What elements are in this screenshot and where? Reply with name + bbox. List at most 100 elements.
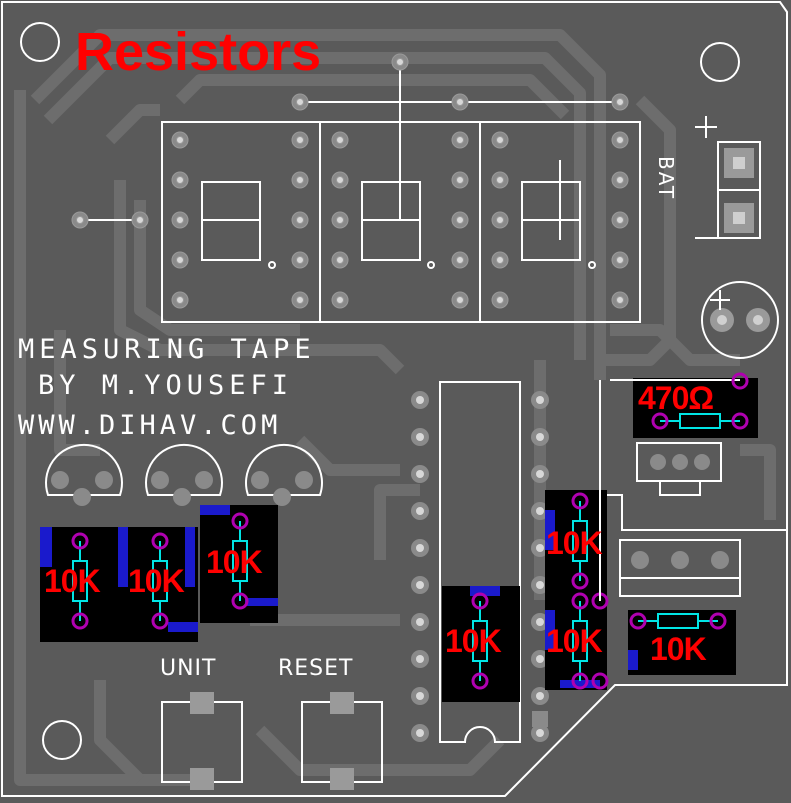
resistor-label-r2: 10K — [128, 563, 185, 599]
resistor-r1 — [71, 532, 89, 630]
pad-hole — [176, 256, 184, 264]
pad-hole — [336, 216, 344, 224]
pad-hole — [336, 136, 344, 144]
pad-hole — [616, 98, 624, 106]
ic-pad-hole — [536, 581, 544, 589]
ic-pad-hole — [536, 507, 544, 515]
unit-button-label: UNIT — [160, 656, 217, 681]
resistor-r4 — [471, 592, 489, 690]
ic-pad-hole — [416, 433, 424, 441]
pad-hole — [296, 176, 304, 184]
resistor-r6 — [571, 592, 589, 690]
ic-pad-hole — [416, 396, 424, 404]
resistor-label-r5: 10K — [546, 525, 603, 561]
pad-hole — [456, 98, 464, 106]
ic-socket — [411, 381, 549, 743]
reset-button — [301, 692, 383, 790]
resistor-label-r7: 10K — [650, 631, 707, 667]
pad-hole — [136, 216, 144, 224]
ic-pad-hole — [416, 470, 424, 478]
ic-pad-hole — [536, 396, 544, 404]
ic-pad-hole — [416, 581, 424, 589]
buzzer — [701, 281, 779, 359]
pad-hole — [396, 58, 404, 66]
resistor-r7 — [629, 612, 727, 630]
ic-pad-hole — [536, 544, 544, 552]
pad-hole — [336, 176, 344, 184]
mounting-hole-icon — [20, 22, 60, 62]
pad-hole — [616, 296, 624, 304]
pad-hole — [176, 296, 184, 304]
pad-hole — [296, 216, 304, 224]
silkscreen-line-2: BY M.YOUSEFI — [38, 370, 294, 401]
ic-pad-hole — [536, 655, 544, 663]
silkscreen-line-3: WWW.DIHAV.COM — [18, 410, 282, 441]
ic-pad-hole — [416, 655, 424, 663]
pad-hole — [496, 216, 504, 224]
mounting-hole-icon — [42, 720, 82, 760]
resistor-label-r6: 10K — [546, 623, 603, 659]
pad-hole — [456, 296, 464, 304]
pad-hole — [296, 98, 304, 106]
battery-label: BAT — [654, 156, 678, 201]
display-pads — [71, 53, 629, 309]
resistor-r8 — [651, 412, 749, 430]
resistor-pad — [591, 672, 609, 690]
silkscreen-line-1: MEASURING TAPE — [18, 334, 316, 365]
pad-hole — [456, 216, 464, 224]
ic-pad-hole — [536, 470, 544, 478]
pad-hole — [176, 176, 184, 184]
pad-hole — [456, 136, 464, 144]
pad-hole — [616, 256, 624, 264]
resistor-label-r3: 10K — [206, 544, 263, 580]
connector-3pin — [619, 539, 741, 597]
pad-hole — [176, 216, 184, 224]
resistor-r5 — [571, 492, 589, 590]
reset-button-label: RESET — [278, 656, 354, 681]
pad-hole — [616, 216, 624, 224]
pad-hole — [496, 136, 504, 144]
ic-pad-hole — [536, 618, 544, 626]
pad-hole — [76, 216, 84, 224]
plus-icon — [695, 116, 717, 138]
ic-pad-hole — [416, 618, 424, 626]
transistors — [45, 443, 323, 496]
page-title: Resistors — [75, 22, 322, 82]
ic-pad-hole — [416, 729, 424, 737]
ic-pad-hole — [416, 692, 424, 700]
unit-button — [161, 692, 243, 790]
ic-pad-hole — [536, 433, 544, 441]
pad-hole — [496, 256, 504, 264]
pad-hole — [296, 296, 304, 304]
pad-hole — [456, 256, 464, 264]
battery-connector — [695, 116, 761, 239]
pad-hole — [336, 256, 344, 264]
pad-hole — [296, 256, 304, 264]
resistor-label-r4: 10K — [445, 623, 502, 659]
mounting-holes — [20, 22, 740, 760]
ic-pad-hole — [536, 729, 544, 737]
resistor-label-r1: 10K — [44, 563, 101, 599]
pad-hole — [496, 296, 504, 304]
regulator — [636, 442, 722, 496]
pad-hole — [616, 176, 624, 184]
pad-hole — [336, 296, 344, 304]
display-module — [80, 62, 641, 323]
ic-pad-hole — [416, 544, 424, 552]
pad-hole — [496, 176, 504, 184]
pad-hole — [296, 136, 304, 144]
pad-hole — [176, 136, 184, 144]
ic-pad-hole — [416, 507, 424, 515]
transistor-pads — [51, 471, 313, 506]
resistor-r2 — [151, 532, 169, 630]
resistor-r3 — [231, 512, 249, 610]
plus-icon — [710, 290, 730, 310]
resistor-label-r8: 470Ω — [638, 380, 714, 416]
ic-pin1-pad — [532, 711, 548, 727]
pad-hole — [616, 136, 624, 144]
mounting-hole-icon — [700, 42, 740, 82]
ic-pad-hole — [536, 692, 544, 700]
pad-hole — [456, 176, 464, 184]
resistor-pad — [731, 372, 749, 390]
